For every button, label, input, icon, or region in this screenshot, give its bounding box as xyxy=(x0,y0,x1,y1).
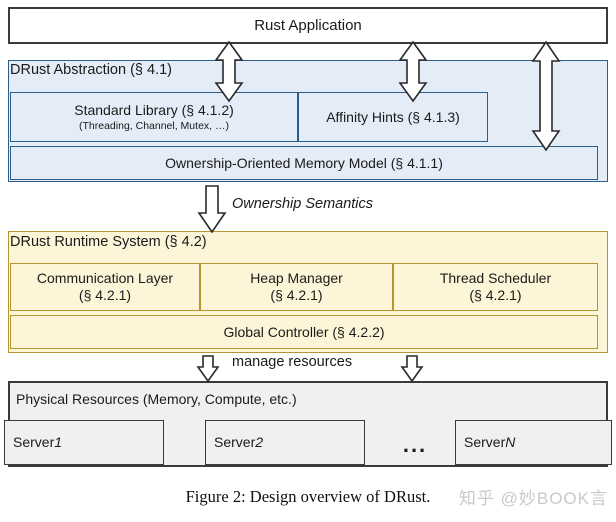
ownership-memory-model-box: Ownership-Oriented Memory Model (§ 4.1.1… xyxy=(10,146,598,180)
figure-caption: Figure 2: Design overview of DRust. xyxy=(185,487,431,506)
drust-runtime-title: DRust Runtime System (§ 4.2) xyxy=(10,234,207,250)
standard-library-sublabel: (Threading, Channel, Mutex, …) xyxy=(79,119,229,132)
communication-layer-box: Communication Layer (§ 4.2.1) xyxy=(10,263,200,311)
affinity-hints-box: Affinity Hints (§ 4.1.3) xyxy=(298,92,488,142)
heap-manager-box: Heap Manager (§ 4.2.1) xyxy=(200,263,393,311)
thread-scheduler-sublabel: (§ 4.2.1) xyxy=(469,287,522,303)
arrow-manage-resources-right xyxy=(400,355,424,383)
server-2-index: 2 xyxy=(255,434,264,451)
heap-manager-sublabel: (§ 4.2.1) xyxy=(270,287,323,303)
standard-library-label: Standard Library (§ 4.1.2) xyxy=(74,102,234,119)
rust-application-label: Rust Application xyxy=(254,16,362,34)
drust-abstraction-title: DRust Abstraction (§ 4.1) xyxy=(10,62,172,78)
global-controller-box: Global Controller (§ 4.2.2) xyxy=(10,315,598,349)
server-box-2: Server 2 xyxy=(205,420,365,465)
ownership-memory-model-label: Ownership-Oriented Memory Model (§ 4.1.1… xyxy=(165,154,443,171)
rust-application-box: Rust Application xyxy=(8,7,608,44)
watermark: 知乎 @妙BOOK言 xyxy=(458,489,608,508)
manage-resources-label: manage resources xyxy=(232,354,353,370)
thread-scheduler-label: Thread Scheduler xyxy=(439,270,552,287)
server-2-label: Server xyxy=(214,434,256,451)
server-1-index: 1 xyxy=(54,434,63,451)
server-box-1: Server 1 xyxy=(4,420,164,465)
physical-resources-title: Physical Resources (Memory, Compute, etc… xyxy=(16,391,297,407)
server-1-label: Server xyxy=(13,434,55,451)
ownership-semantics-label: Ownership Semantics xyxy=(232,196,374,212)
arrow-manage-resources-left xyxy=(196,355,220,383)
server-n-index: N xyxy=(505,434,516,451)
server-n-label: Server xyxy=(464,434,506,451)
arrow-ownership-semantics xyxy=(197,185,227,234)
communication-layer-sublabel: (§ 4.2.1) xyxy=(78,287,132,303)
server-box-n: Server N xyxy=(455,420,612,465)
affinity-hints-label: Affinity Hints (§ 4.1.3) xyxy=(326,108,460,125)
standard-library-box: Standard Library (§ 4.1.2) (Threading, C… xyxy=(10,92,298,142)
thread-scheduler-box: Thread Scheduler (§ 4.2.1) xyxy=(393,263,598,311)
heap-manager-label: Heap Manager xyxy=(250,270,343,287)
servers-ellipsis: ... xyxy=(402,432,428,457)
global-controller-label: Global Controller (§ 4.2.2) xyxy=(223,323,385,340)
communication-layer-label: Communication Layer xyxy=(36,270,174,287)
